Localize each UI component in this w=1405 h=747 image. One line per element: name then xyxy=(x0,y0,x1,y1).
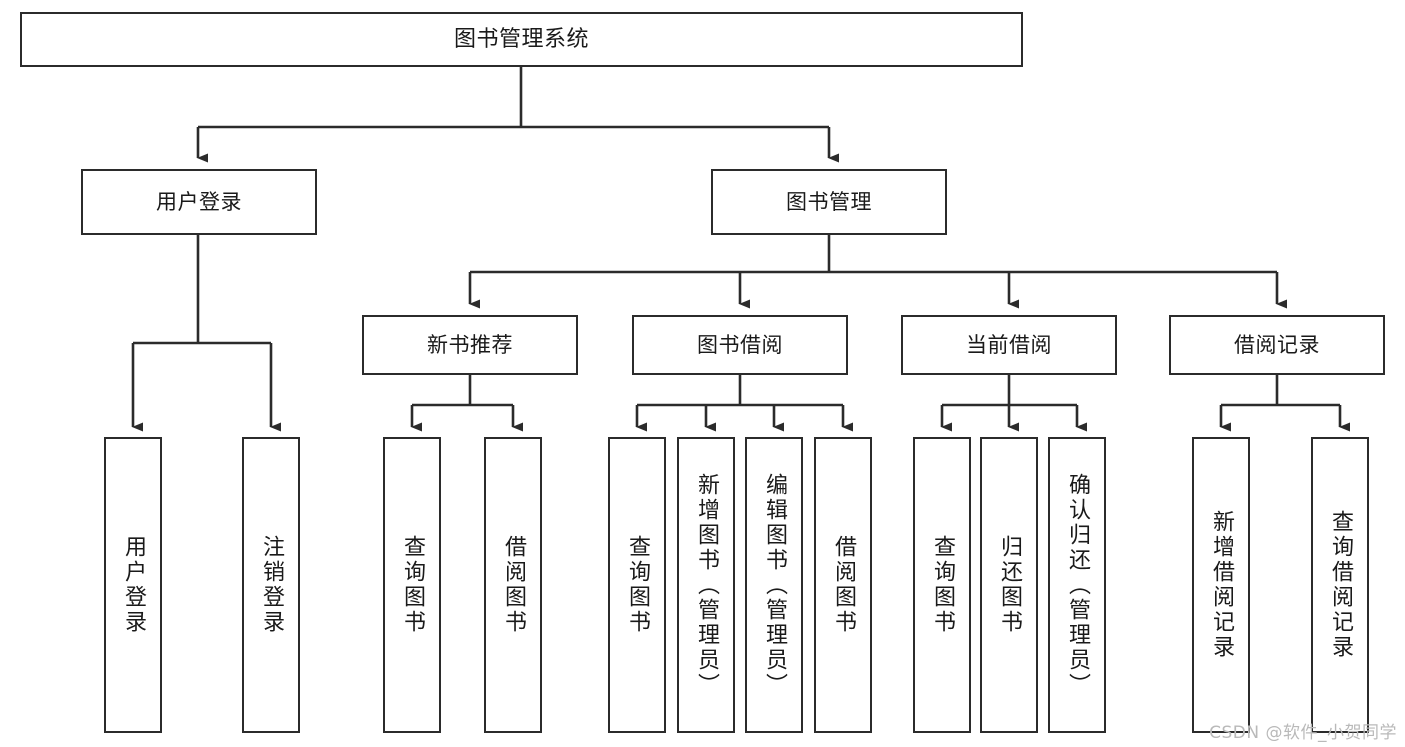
node-current-borrow-label: 当前借阅 xyxy=(966,332,1052,357)
node-leaf-add-record-label: 新增借阅记录 xyxy=(1209,510,1234,660)
node-leaf-add-book-label: 新增图书（管理员） xyxy=(694,472,719,698)
watermark-text: CSDN @软件_小贺同学 xyxy=(1209,723,1397,743)
node-leaf-query-record-label: 查询借阅记录 xyxy=(1328,510,1353,660)
node-leaf-user-login[interactable]: 用户登录 xyxy=(104,437,162,733)
node-leaf-edit-book-label: 编辑图书（管理员） xyxy=(762,472,787,698)
node-leaf-query-book-1-label: 查询图书 xyxy=(400,535,425,635)
node-leaf-user-login-label: 用户登录 xyxy=(121,535,146,635)
node-leaf-borrow-book-1-label: 借阅图书 xyxy=(501,535,526,635)
node-leaf-confirm-return-label: 确认归还（管理员） xyxy=(1065,472,1090,698)
node-leaf-user-logout-label: 注销登录 xyxy=(259,535,284,635)
node-book-management[interactable]: 图书管理 xyxy=(711,169,947,235)
node-leaf-query-book-2[interactable]: 查询图书 xyxy=(608,437,666,733)
node-user-login[interactable]: 用户登录 xyxy=(81,169,317,235)
node-book-management-label: 图书管理 xyxy=(786,189,872,214)
node-borrow-record[interactable]: 借阅记录 xyxy=(1169,315,1385,375)
node-new-book-recommend-label: 新书推荐 xyxy=(427,332,513,357)
node-leaf-edit-book[interactable]: 编辑图书（管理员） xyxy=(745,437,803,733)
node-leaf-borrow-book-2-label: 借阅图书 xyxy=(831,535,856,635)
node-leaf-borrow-book-1[interactable]: 借阅图书 xyxy=(484,437,542,733)
node-leaf-return-book-label: 归还图书 xyxy=(997,535,1022,635)
node-root[interactable]: 图书管理系统 xyxy=(20,12,1023,67)
node-leaf-return-book[interactable]: 归还图书 xyxy=(980,437,1038,733)
node-current-borrow[interactable]: 当前借阅 xyxy=(901,315,1117,375)
node-leaf-add-book[interactable]: 新增图书（管理员） xyxy=(677,437,735,733)
node-leaf-query-book-3[interactable]: 查询图书 xyxy=(913,437,971,733)
node-leaf-query-record[interactable]: 查询借阅记录 xyxy=(1311,437,1369,733)
node-new-book-recommend[interactable]: 新书推荐 xyxy=(362,315,578,375)
node-leaf-query-book-2-label: 查询图书 xyxy=(625,535,650,635)
node-book-borrow[interactable]: 图书借阅 xyxy=(632,315,848,375)
node-root-label: 图书管理系统 xyxy=(453,26,589,52)
node-leaf-query-book-3-label: 查询图书 xyxy=(930,535,955,635)
node-leaf-user-logout[interactable]: 注销登录 xyxy=(242,437,300,733)
node-leaf-query-book-1[interactable]: 查询图书 xyxy=(383,437,441,733)
node-leaf-confirm-return[interactable]: 确认归还（管理员） xyxy=(1048,437,1106,733)
node-book-borrow-label: 图书借阅 xyxy=(697,332,783,357)
node-leaf-add-record[interactable]: 新增借阅记录 xyxy=(1192,437,1250,733)
node-leaf-borrow-book-2[interactable]: 借阅图书 xyxy=(814,437,872,733)
node-borrow-record-label: 借阅记录 xyxy=(1234,332,1320,357)
node-user-login-label: 用户登录 xyxy=(156,189,242,214)
